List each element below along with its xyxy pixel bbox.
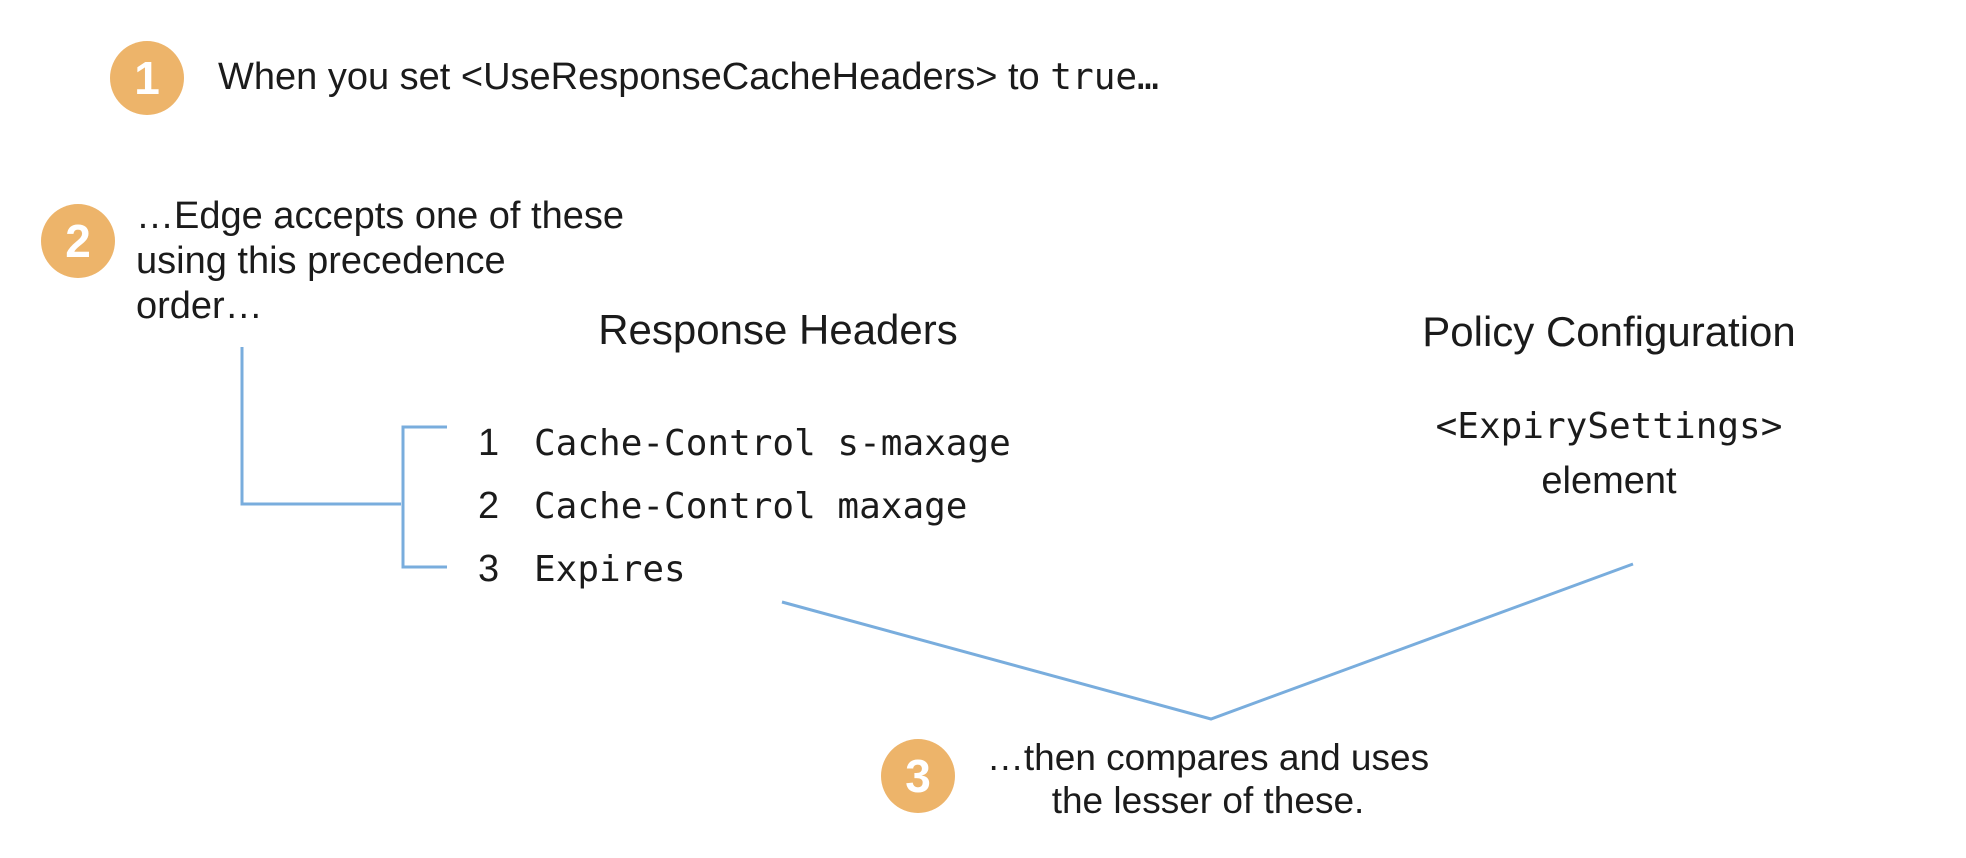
list-item: 2 Cache-Control maxage bbox=[478, 475, 1011, 538]
step-3-line-2: the lesser of these. bbox=[1051, 780, 1365, 821]
step-2-line-2: using this precedence bbox=[136, 240, 506, 282]
step-1-code-value: true… bbox=[1050, 56, 1159, 98]
step-1-badge: 1 bbox=[110, 41, 184, 115]
step-3-number: 3 bbox=[905, 750, 931, 802]
step-1-number: 1 bbox=[134, 52, 160, 104]
step-3-badge: 3 bbox=[881, 739, 955, 813]
item-value: Expires bbox=[534, 549, 686, 590]
item-rank: 1 bbox=[478, 422, 500, 464]
item-rank: 2 bbox=[478, 485, 500, 527]
list-item: 3 Expires bbox=[478, 538, 1011, 601]
step-3-text: …then compares and uses the lesser of th… bbox=[963, 736, 1453, 822]
policy-configuration-block: <ExpirySettings> element bbox=[1399, 405, 1819, 503]
expiry-settings-code: <ExpirySettings> bbox=[1435, 406, 1783, 447]
elbow-connector-line bbox=[240, 347, 401, 506]
step-2-line-3: order… bbox=[136, 285, 263, 327]
item-value: Cache-Control maxage bbox=[534, 486, 968, 527]
bracket-connector-line bbox=[401, 425, 447, 569]
step-2-text: …Edge accepts one of these using this pr… bbox=[136, 194, 624, 329]
step-2-badge: 2 bbox=[41, 204, 115, 278]
item-rank: 3 bbox=[478, 548, 500, 590]
step-2-number: 2 bbox=[65, 215, 91, 267]
policy-configuration-title: Policy Configuration bbox=[1422, 308, 1796, 355]
item-value: Cache-Control s-maxage bbox=[534, 423, 1011, 464]
step-1-text-prefix: When you set <UseResponseCacheHeaders> t… bbox=[218, 56, 1051, 98]
list-item: 1 Cache-Control s-maxage bbox=[478, 412, 1011, 475]
step-1-text: When you set <UseResponseCacheHeaders> t… bbox=[218, 52, 1159, 102]
step-2-line-1: …Edge accepts one of these bbox=[136, 195, 624, 237]
step-3-line-1: …then compares and uses bbox=[986, 737, 1430, 778]
response-headers-title: Response Headers bbox=[598, 306, 958, 353]
expiry-settings-label: element bbox=[1541, 460, 1677, 502]
response-headers-list: 1 Cache-Control s-maxage 2 Cache-Control… bbox=[478, 412, 1011, 601]
